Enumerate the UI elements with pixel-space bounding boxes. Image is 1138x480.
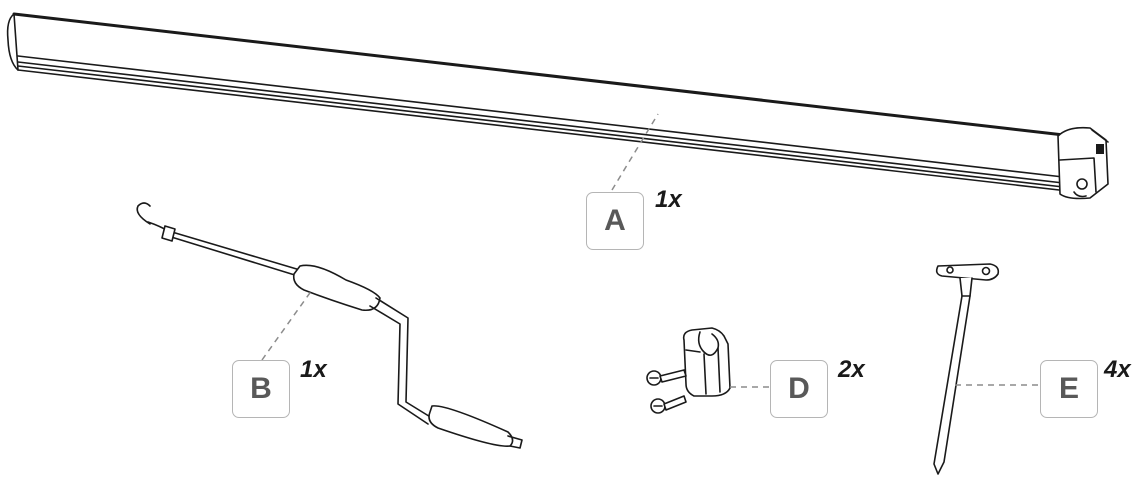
part-quantity-e: 4x [1104,356,1131,383]
part-label-d: D [770,360,828,418]
part-label-b: B [232,360,290,418]
leader-lines [261,113,1040,388]
part-quantity-d: 2x [838,356,865,383]
awning-case-icon [6,12,1109,200]
part-quantity-a: 1x [655,186,682,213]
part-label-e: E [1040,360,1098,418]
part-quantity-b: 1x [300,356,327,383]
bracket-clip-screws-icon [646,327,731,414]
part-label-a: A [586,192,644,250]
tent-peg-icon [933,263,1000,475]
crank-handle-icon [136,202,523,449]
